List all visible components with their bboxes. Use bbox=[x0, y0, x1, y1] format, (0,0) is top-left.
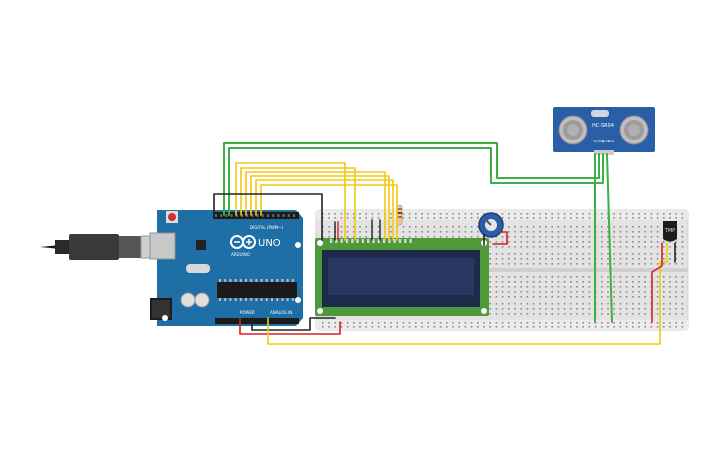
ultrasonic-pin-trig: Trig bbox=[597, 139, 603, 143]
lcd-16x2-display bbox=[315, 238, 489, 316]
ultrasonic-pin-gnd: Gnd bbox=[608, 139, 614, 143]
arduino-logo-icon bbox=[230, 235, 256, 249]
ultrasonic-sensor-hc-sr04: HC-SR04 Vcc Trig Echo Gnd bbox=[553, 107, 655, 155]
temperature-sensor: TMP bbox=[663, 221, 677, 242]
wire-yellow-d6 bbox=[240, 167, 356, 241]
digital-header-pins bbox=[215, 214, 295, 217]
wire-yellow-rs bbox=[260, 184, 398, 241]
wire-yellow-en bbox=[255, 179, 394, 241]
wire-yellow-temp bbox=[267, 242, 668, 345]
wire-red-temp bbox=[651, 242, 663, 323]
wire-yellow-d4 bbox=[250, 175, 390, 241]
arduino-brand-label: ARDUINO bbox=[231, 252, 250, 257]
lcd-pin-header bbox=[330, 239, 412, 243]
power-header-label: POWER bbox=[240, 310, 255, 315]
ultrasonic-pin-echo: Echo bbox=[602, 139, 609, 143]
wire-black-gnd-bottom bbox=[251, 317, 336, 331]
wire-green-gnd bbox=[606, 153, 613, 323]
ultrasonic-model-label: HC-SR04 bbox=[592, 123, 614, 129]
wire-green-echo bbox=[223, 142, 600, 216]
wire-black-gnd-top bbox=[213, 193, 323, 241]
atmega-chip-pins bbox=[219, 279, 294, 301]
wire-red-5v bbox=[239, 317, 341, 335]
wire-green-trig bbox=[228, 147, 604, 216]
wire-yellow-d7 bbox=[235, 162, 346, 241]
digital-header-label: DIGITAL (PWM~) bbox=[250, 225, 284, 230]
temp-sensor-label: TMP bbox=[664, 228, 675, 234]
arduino-model-label: UNO bbox=[258, 238, 281, 249]
potentiometer bbox=[478, 212, 504, 238]
ultrasonic-pin-vcc: Vcc bbox=[593, 139, 599, 143]
arduino-uno-board: UNO ARDUINO DIGITAL (PWM~) POWER ANALOG … bbox=[149, 210, 303, 326]
wires bbox=[213, 142, 676, 345]
analog-header-label: ANALOG IN bbox=[270, 310, 292, 315]
usb-cable bbox=[40, 234, 162, 260]
wire-red-pot bbox=[492, 231, 508, 245]
